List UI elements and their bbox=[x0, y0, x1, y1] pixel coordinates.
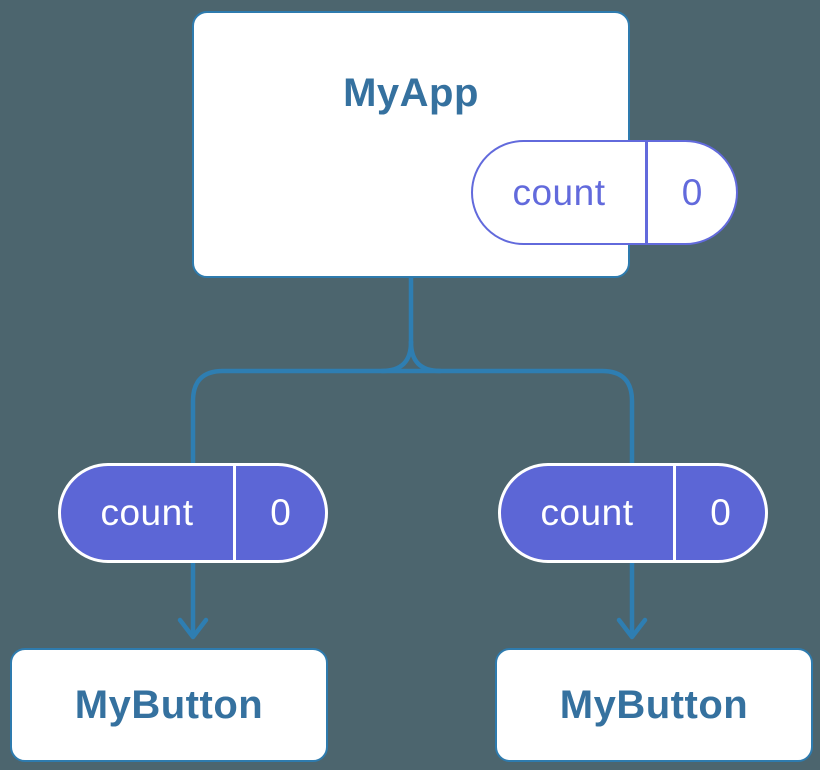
state-pill-right-child: count 0 bbox=[498, 463, 768, 563]
state-name: count bbox=[512, 171, 606, 213]
state-name: count bbox=[100, 492, 194, 533]
component-node-mybutton-right: MyButton bbox=[495, 648, 813, 762]
pill-divider bbox=[645, 142, 648, 243]
pill-divider bbox=[233, 466, 236, 560]
component-title: MyButton bbox=[74, 682, 264, 727]
arrow-left-head bbox=[177, 617, 209, 640]
state-pill-root: count 0 bbox=[471, 140, 738, 245]
state-value: 0 bbox=[710, 492, 731, 533]
branch-fillet-left bbox=[379, 339, 414, 374]
component-title: MyButton bbox=[559, 682, 749, 727]
state-value: 0 bbox=[681, 171, 703, 213]
arrow-right-head bbox=[616, 617, 648, 640]
pill-divider bbox=[673, 466, 676, 560]
branch-fillet-right bbox=[408, 339, 443, 374]
state-name: count bbox=[540, 492, 634, 533]
component-node-myapp: MyApp count 0 bbox=[192, 11, 738, 278]
component-node-mybutton-left: MyButton bbox=[10, 648, 328, 762]
branch-bracket bbox=[190, 368, 635, 468]
state-value: 0 bbox=[270, 492, 291, 533]
state-pill-left-child: count 0 bbox=[58, 463, 328, 563]
component-title: MyApp bbox=[343, 71, 479, 115]
